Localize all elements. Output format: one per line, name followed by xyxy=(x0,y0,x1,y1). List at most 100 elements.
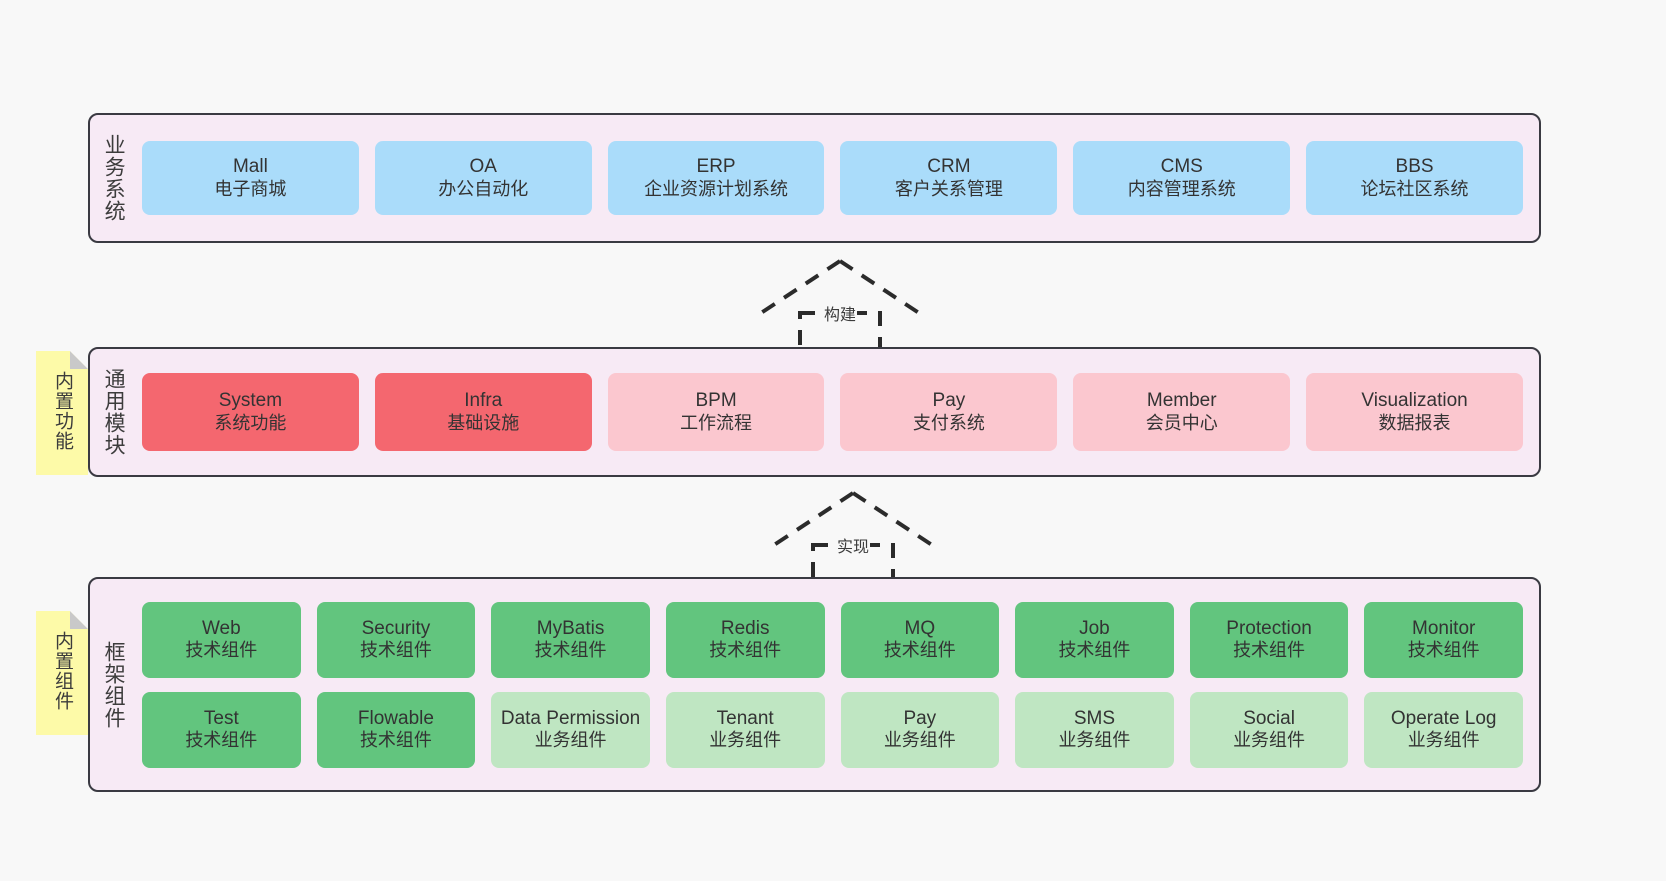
card-system[interactable]: System 系统功能 xyxy=(142,373,359,451)
card-title: Security xyxy=(361,617,431,639)
card-subtitle: 业务组件 xyxy=(1233,730,1306,751)
card-title: Redis xyxy=(720,617,770,639)
card-row: Test 技术组件 Flowable 技术组件 Data Permission … xyxy=(142,691,1523,768)
card-redis[interactable]: Redis 技术组件 xyxy=(665,601,825,678)
card-subtitle: 论坛社区系统 xyxy=(1360,178,1469,199)
card-bpm[interactable]: BPM 工作流程 xyxy=(607,373,825,451)
card-title: Social xyxy=(1243,707,1295,729)
note-label: 内置功能 xyxy=(51,371,73,451)
card-subtitle: 技术组件 xyxy=(359,730,432,751)
card-pay[interactable]: Pay 支付系统 xyxy=(840,373,1058,451)
layer-title-common-module: 通用模块 xyxy=(102,368,126,456)
card-visualization[interactable]: Visualization 数据报表 xyxy=(1306,373,1523,451)
card-mq[interactable]: MQ 技术组件 xyxy=(840,601,1000,678)
card-subtitle: 企业资源计划系统 xyxy=(644,178,789,199)
card-row: System 系统功能 Infra 基础设施 BPM 工作流程 Pay 支付系统… xyxy=(142,373,1523,451)
card-subtitle: 数据报表 xyxy=(1378,412,1451,433)
card-subtitle: 技术组件 xyxy=(1233,640,1306,661)
layer-body-framework-component: Web 技术组件 Security 技术组件 MyBatis 技术组件 Redi… xyxy=(136,579,1539,790)
card-title: Mall xyxy=(232,156,268,178)
card-subtitle: 技术组件 xyxy=(185,640,258,661)
card-subtitle: 电子商城 xyxy=(214,178,287,199)
card-pay-business[interactable]: Pay 业务组件 xyxy=(840,691,1000,768)
card-title: System xyxy=(218,390,283,412)
layer-body-business-system: Mall 电子商城 OA 办公自动化 ERP 企业资源计划系统 CRM 客户关系… xyxy=(136,115,1539,241)
card-subtitle: 内容管理系统 xyxy=(1127,178,1236,199)
card-title: Operate Log xyxy=(1390,707,1497,729)
card-protection[interactable]: Protection 技术组件 xyxy=(1189,601,1349,678)
card-data-permission[interactable]: Data Permission 业务组件 xyxy=(491,691,650,768)
card-subtitle: 技术组件 xyxy=(709,640,782,661)
card-social[interactable]: Social 业务组件 xyxy=(1189,691,1349,768)
card-crm[interactable]: CRM 客户关系管理 xyxy=(840,141,1058,215)
card-title: Member xyxy=(1146,390,1217,412)
card-subtitle: 会员中心 xyxy=(1145,412,1218,433)
note-label: 内置组件 xyxy=(51,631,73,711)
layer-title-business-system: 业务系统 xyxy=(102,134,126,222)
card-bbs[interactable]: BBS 论坛社区系统 xyxy=(1306,141,1523,215)
card-title: MQ xyxy=(904,617,936,639)
connector-build: 构建 xyxy=(755,255,925,355)
card-title: Monitor xyxy=(1412,617,1476,639)
card-title: ERP xyxy=(696,156,736,178)
card-security[interactable]: Security 技术组件 xyxy=(316,601,476,678)
card-tenant[interactable]: Tenant 业务组件 xyxy=(665,691,825,768)
note-fold-icon xyxy=(70,351,88,369)
connector-label: 构建 xyxy=(822,301,858,325)
card-subtitle: 技术组件 xyxy=(883,640,956,661)
card-sms[interactable]: SMS 业务组件 xyxy=(1015,691,1174,768)
layer-title-framework-component: 框架组件 xyxy=(102,640,126,729)
card-subtitle: 支付系统 xyxy=(912,412,985,433)
note-fold-icon xyxy=(70,611,88,629)
card-flowable[interactable]: Flowable 技术组件 xyxy=(316,691,476,768)
note-builtin-features: 内置功能 xyxy=(36,351,88,475)
card-title: Tenant xyxy=(716,707,774,729)
card-row: Web 技术组件 Security 技术组件 MyBatis 技术组件 Redi… xyxy=(142,601,1523,678)
card-title: Pay xyxy=(903,707,937,729)
card-title: Flowable xyxy=(357,707,434,729)
card-title: Test xyxy=(203,707,239,729)
card-title: CRM xyxy=(927,156,971,178)
card-title: CMS xyxy=(1160,156,1203,178)
card-mybatis[interactable]: MyBatis 技术组件 xyxy=(491,601,650,678)
layer-business-system: 业务系统 Mall 电子商城 OA 办公自动化 ERP 企业资源计划系统 CRM… xyxy=(88,113,1541,243)
card-subtitle: 技术组件 xyxy=(185,730,258,751)
card-title: Data Permission xyxy=(500,707,641,729)
card-member[interactable]: Member 会员中心 xyxy=(1073,373,1291,451)
card-title: BPM xyxy=(695,390,737,412)
card-subtitle: 技术组件 xyxy=(1407,640,1480,661)
card-erp[interactable]: ERP 企业资源计划系统 xyxy=(607,141,825,215)
card-subtitle: 工作流程 xyxy=(680,412,753,433)
card-subtitle: 技术组件 xyxy=(1058,640,1131,661)
card-title: Visualization xyxy=(1361,390,1468,412)
card-operate-log[interactable]: Operate Log 业务组件 xyxy=(1364,691,1523,768)
card-monitor[interactable]: Monitor 技术组件 xyxy=(1364,601,1523,678)
card-title: SMS xyxy=(1073,707,1116,729)
card-title: Protection xyxy=(1226,617,1312,639)
card-subtitle: 业务组件 xyxy=(534,730,607,751)
card-test[interactable]: Test 技术组件 xyxy=(142,691,301,768)
card-title: Infra xyxy=(464,390,503,412)
card-oa[interactable]: OA 办公自动化 xyxy=(374,141,592,215)
card-title: OA xyxy=(469,156,497,178)
card-title: MyBatis xyxy=(536,617,605,639)
card-job[interactable]: Job 技术组件 xyxy=(1015,601,1174,678)
note-builtin-components: 内置组件 xyxy=(36,611,88,735)
card-row: Mall 电子商城 OA 办公自动化 ERP 企业资源计划系统 CRM 客户关系… xyxy=(142,141,1523,215)
card-mall[interactable]: Mall 电子商城 xyxy=(142,141,359,215)
layer-framework-component: 框架组件 Web 技术组件 Security 技术组件 MyBatis 技术组件… xyxy=(88,577,1541,792)
card-subtitle: 业务组件 xyxy=(709,730,782,751)
card-subtitle: 系统功能 xyxy=(214,412,287,433)
connector-implement: 实现 xyxy=(768,487,938,587)
card-subtitle: 客户关系管理 xyxy=(894,178,1003,199)
card-title: Job xyxy=(1079,617,1110,639)
card-subtitle: 办公自动化 xyxy=(438,178,529,199)
card-cms[interactable]: CMS 内容管理系统 xyxy=(1073,141,1291,215)
card-subtitle: 基础设施 xyxy=(447,412,520,433)
card-title: Web xyxy=(201,617,241,639)
connector-label: 实现 xyxy=(835,533,871,557)
card-web[interactable]: Web 技术组件 xyxy=(142,601,301,678)
card-subtitle: 技术组件 xyxy=(359,640,432,661)
card-infra[interactable]: Infra 基础设施 xyxy=(374,373,592,451)
